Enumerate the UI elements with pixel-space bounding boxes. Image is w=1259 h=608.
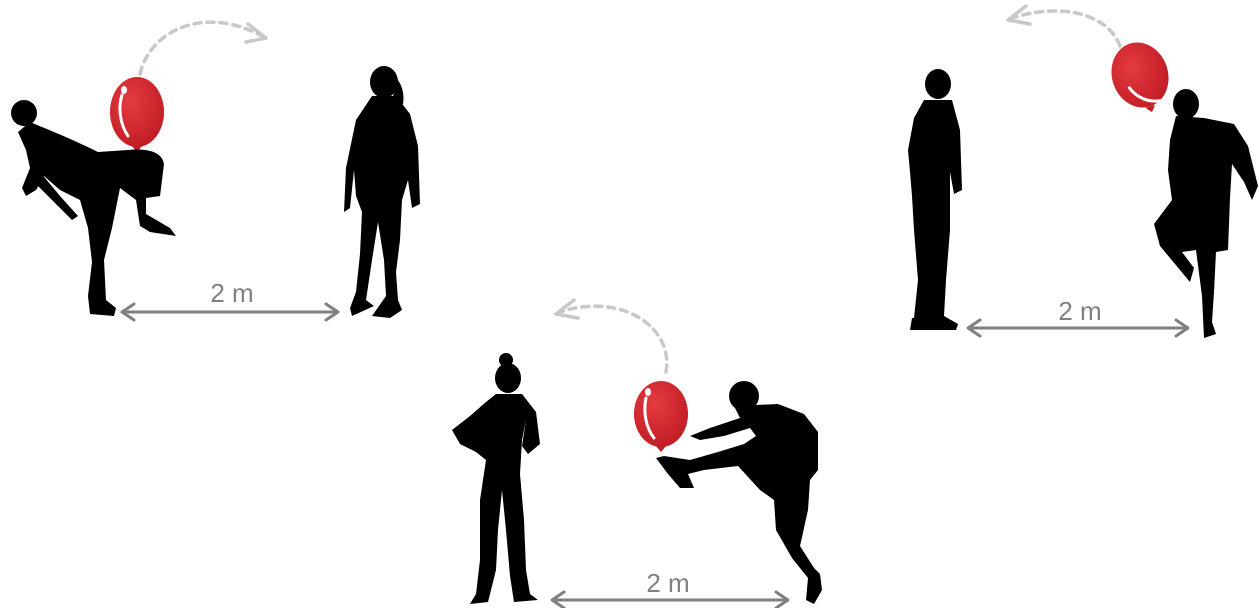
trajectory-arc: [140, 22, 262, 74]
distance-measure: 2 m: [122, 278, 338, 320]
player-standing-silhouette: [452, 353, 540, 604]
distance-label: 2 m: [1058, 296, 1101, 326]
balloon-icon: [110, 77, 164, 152]
distance-measure: 2 m: [552, 568, 788, 608]
scene-head: 2 m: [908, 6, 1258, 338]
distance-label: 2 m: [646, 568, 689, 598]
player-header-jump-silhouette: [1154, 89, 1258, 338]
balloon-icon: [1103, 35, 1179, 121]
scene-knee: 2 m: [11, 22, 420, 320]
player-standing-silhouette: [908, 69, 962, 330]
balloon-icon: [634, 381, 688, 452]
distance-label: 2 m: [210, 278, 253, 308]
trajectory-arc: [1012, 11, 1120, 46]
player-standing-silhouette: [344, 66, 420, 318]
distance-measure: 2 m: [968, 296, 1188, 336]
scene-foot: 2 m: [452, 300, 822, 608]
